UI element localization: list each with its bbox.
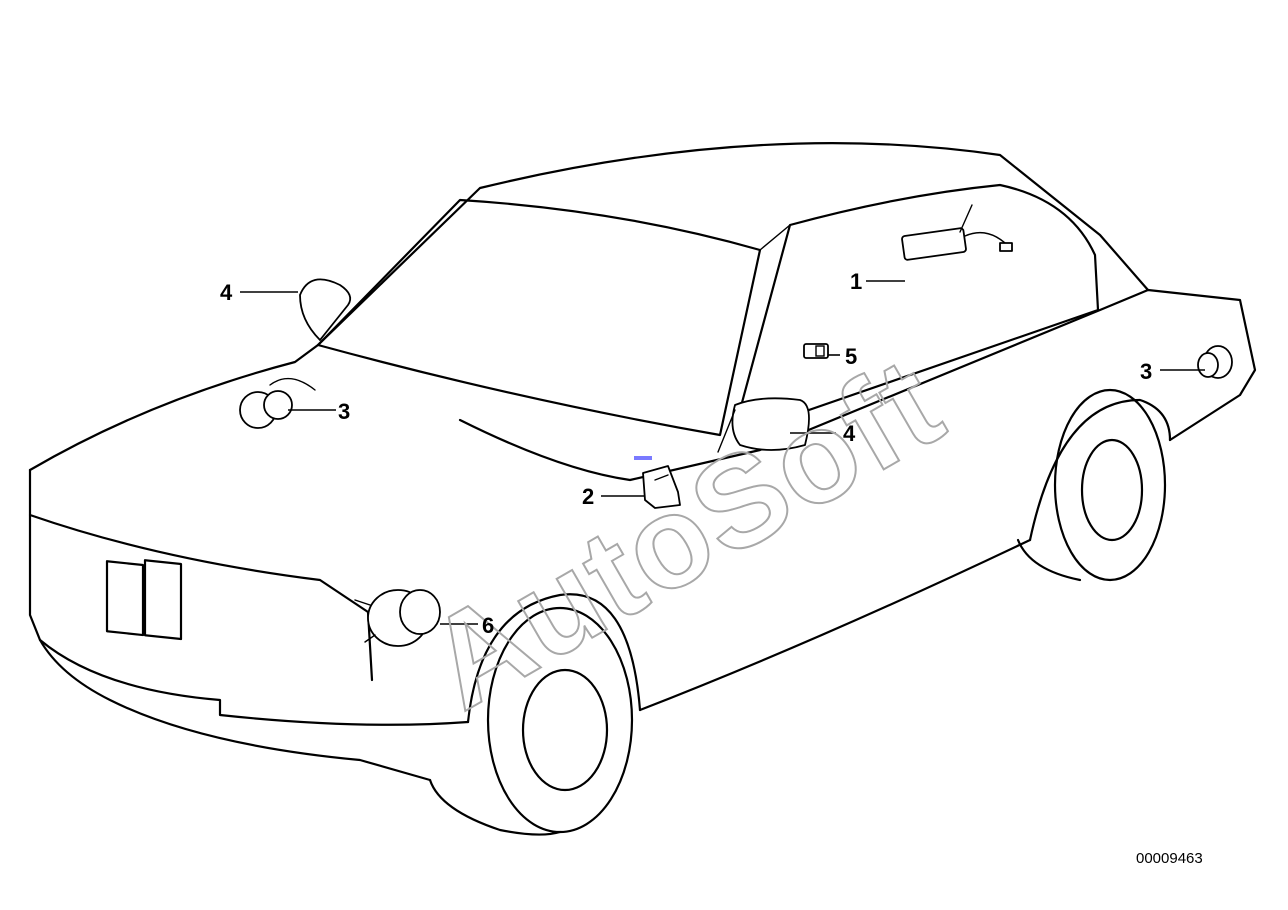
callout-3-rear: 3 <box>1140 359 1152 384</box>
callout-6: 6 <box>482 613 494 638</box>
leader-lines <box>240 280 1205 625</box>
callout-4-right: 4 <box>843 421 856 446</box>
watermark-text: AutoSoft <box>404 328 966 737</box>
part-rear-horn <box>1197 345 1233 379</box>
part-front-horn <box>239 377 316 429</box>
callout-4-left: 4 <box>220 280 233 305</box>
diagram-reference-number: 00009463 <box>1136 850 1203 867</box>
part-left-mirror <box>299 278 352 341</box>
part-speaker-housing <box>354 589 441 647</box>
part-control-module <box>901 204 1013 261</box>
part-right-mirror <box>717 397 810 453</box>
callout-3-front: 3 <box>338 399 350 424</box>
part-sensor-block <box>634 456 681 509</box>
callout-5: 5 <box>845 344 857 369</box>
callout-2: 2 <box>582 484 594 509</box>
callout-1: 1 <box>850 269 862 294</box>
part-switch <box>803 343 829 359</box>
